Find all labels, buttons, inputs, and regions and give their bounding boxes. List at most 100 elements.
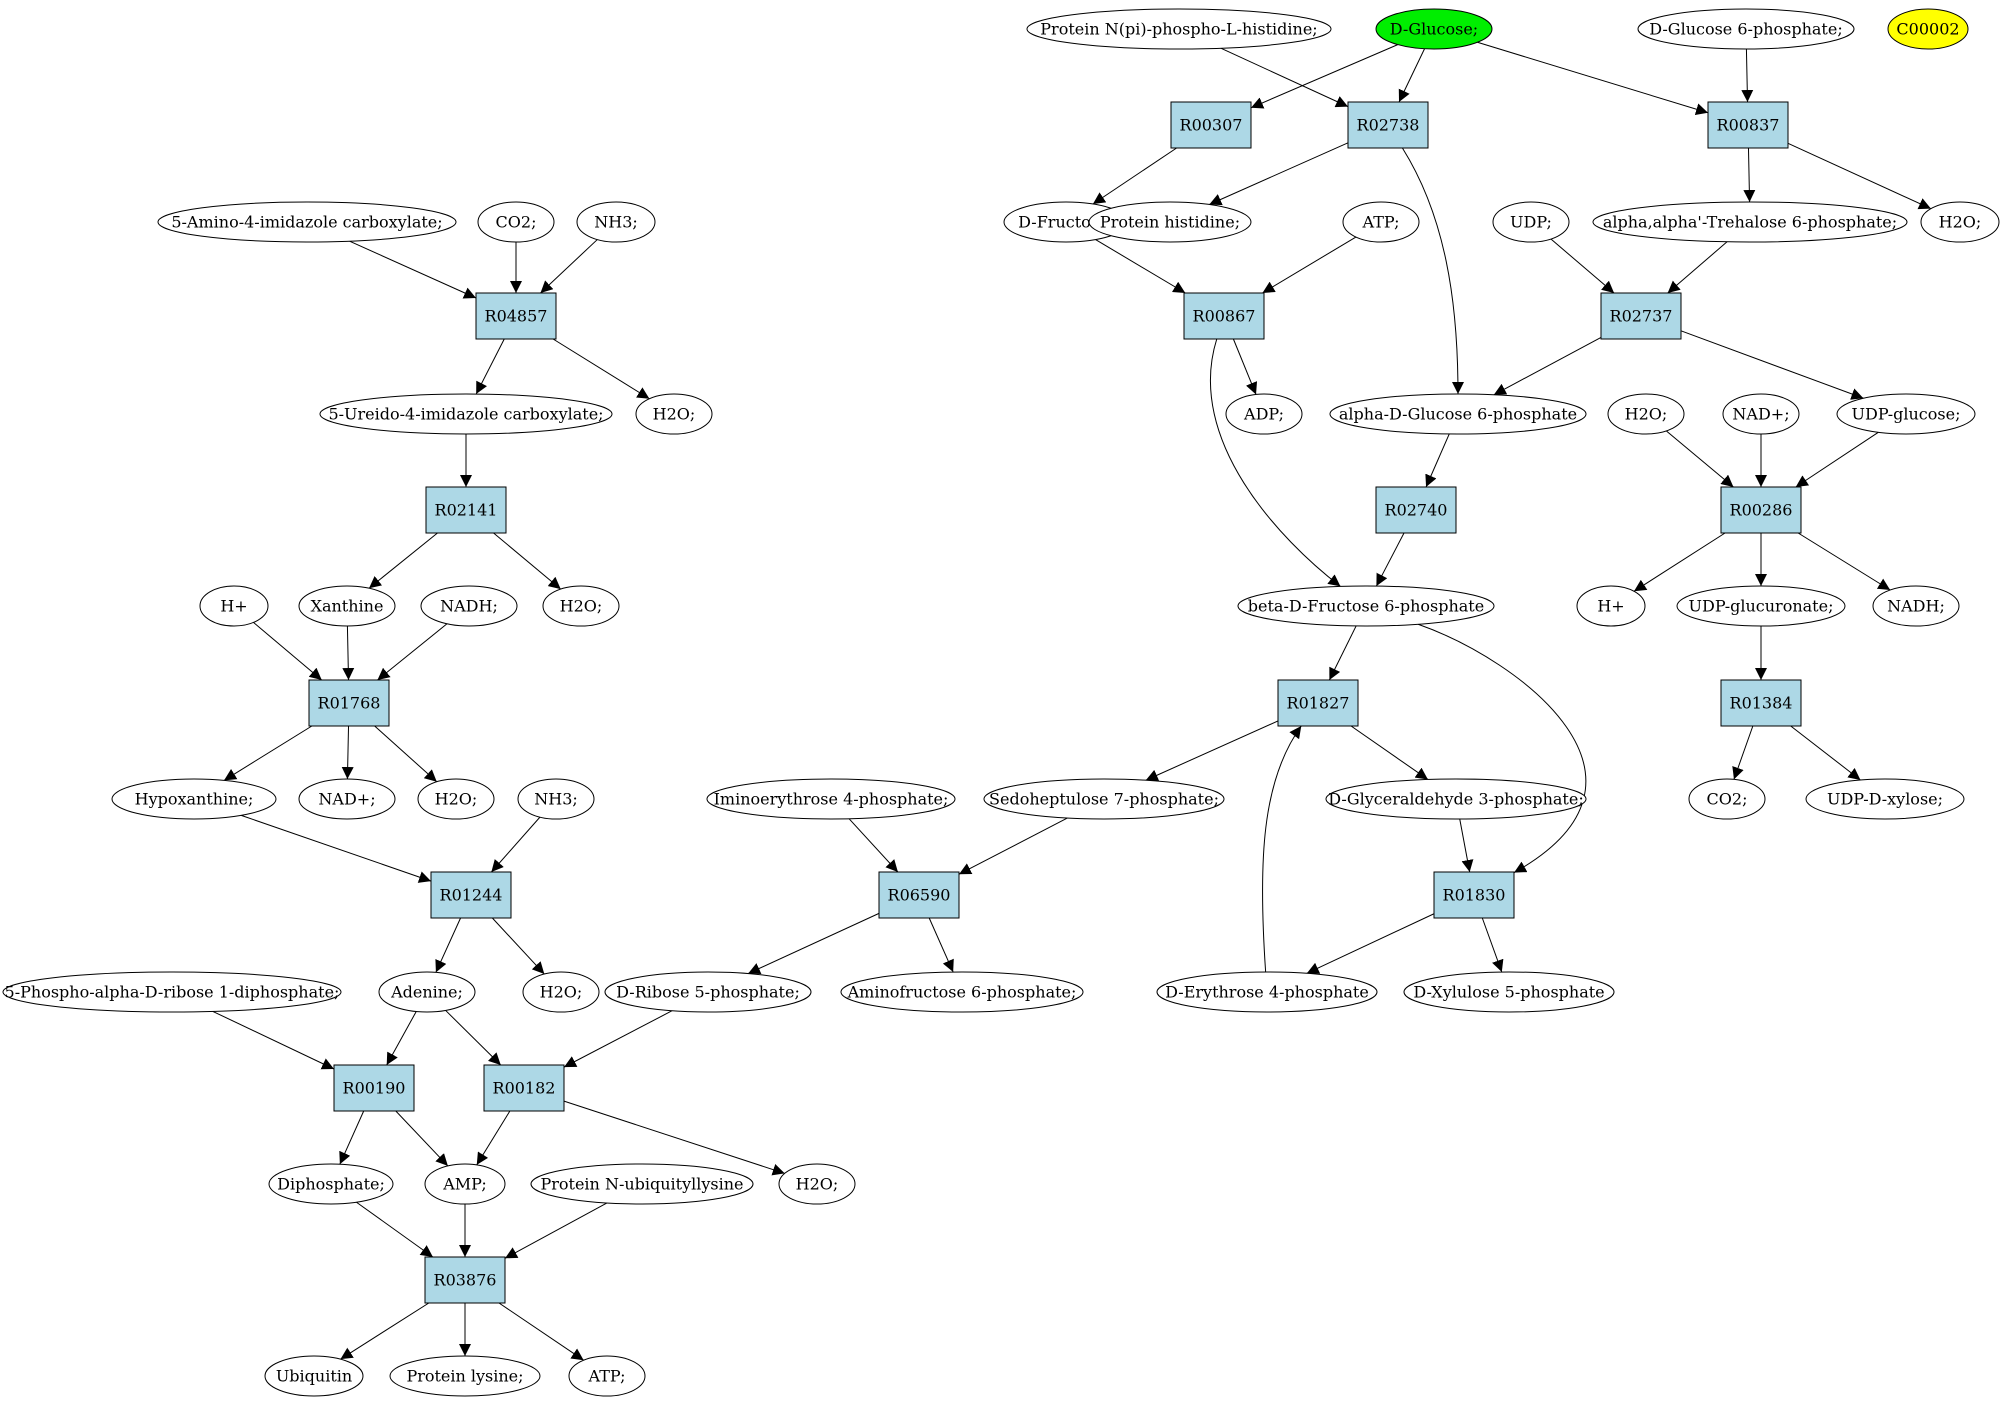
compound-node-co2[interactable]: CO2; (1688, 778, 1766, 820)
compound-node-ubiquitin[interactable]: Ubiquitin (264, 1355, 364, 1397)
reaction-node-r00182[interactable]: R00182 (483, 1064, 565, 1112)
edge-n12-n17 (1262, 236, 1357, 294)
compound-node-adenine[interactable]: Adenine; (378, 971, 476, 1013)
reaction-node-r04857[interactable]: R04857 (475, 292, 557, 340)
edge-n25-n28 (1795, 431, 1879, 488)
edge-n0-n5 (1220, 47, 1349, 108)
compound-node-h2o[interactable]: H2O; (635, 393, 713, 435)
compound-node-adp[interactable]: ADP; (1225, 393, 1303, 435)
reaction-node-r00307[interactable]: R00307 (1170, 101, 1252, 149)
compound-ellipse (157, 201, 457, 243)
reaction-node-r01768[interactable]: R01768 (308, 679, 390, 727)
compound-node-aminofructose-6-phosphate[interactable]: Aminofructose 6-phosphate; (840, 971, 1084, 1013)
compound-node-atp[interactable]: ATP; (1342, 201, 1420, 243)
reaction-node-r01384[interactable]: R01384 (1720, 679, 1802, 727)
node-label: Diphosphate; (277, 1175, 385, 1194)
compound-node-nadh[interactable]: NADH; (1872, 585, 1960, 627)
compound-node-5-phospho-alpha-d-ribose-1-diphosphate[interactable]: 5-Phospho-alpha-D-ribose 1-diphosphate; (2, 971, 342, 1013)
compound-node-d-glucose-6-phosphate[interactable]: D-Glucose 6-phosphate; (1637, 8, 1855, 50)
compound-node-nad[interactable]: NAD+; (1722, 393, 1800, 435)
reaction-node-r00837[interactable]: R00837 (1707, 101, 1789, 149)
node-label: beta-D-Fructose 6-phosphate (1248, 597, 1484, 616)
compound-node-5-amino-4-imidazole-carboxylate[interactable]: 5-Amino-4-imidazole carboxylate; (157, 201, 457, 243)
compound-node-d-glucose[interactable]: D-Glucose; (1375, 8, 1493, 50)
compound-node-d-xylulose-5-phosphate[interactable]: D-Xylulose 5-phosphate (1403, 971, 1615, 1013)
compound-node-h2o[interactable]: H2O; (1920, 201, 2000, 243)
compound-ellipse (1342, 201, 1420, 243)
node-label: H+ (1597, 597, 1624, 616)
compound-ellipse (568, 1355, 646, 1397)
compound-node-protein-n-pi-phospho-l-histidine[interactable]: Protein N(pi)-phospho-L-histidine; (1026, 8, 1332, 50)
compound-node-nh3[interactable]: NH3; (576, 201, 656, 243)
compound-node-udp-glucuronate[interactable]: UDP-glucuronate; (1676, 585, 1846, 627)
compound-node-xanthine[interactable]: Xanthine (298, 585, 396, 627)
reaction-node-r01244[interactable]: R01244 (430, 871, 512, 919)
compound-node-h[interactable]: H+ (199, 585, 269, 627)
compound-node-alpha-alpha-trehalose-6-phosphate[interactable]: alpha,alpha'-Trehalose 6-phosphate; (1592, 201, 1908, 243)
compound-node-h2o[interactable]: H2O; (778, 1163, 856, 1205)
compound-node-5-ureido-4-imidazole-carboxylate[interactable]: 5-Ureido-4-imidazole carboxylate; (319, 393, 613, 435)
node-label: Iminoerythrose 4-phosphate; (714, 790, 949, 809)
compound-node-udp-d-xylose[interactable]: UDP-D-xylose; (1805, 778, 1965, 820)
reaction-node-r02738[interactable]: R02738 (1347, 101, 1429, 149)
reaction-node-r03876[interactable]: R03876 (424, 1256, 506, 1304)
compound-ellipse (1576, 585, 1646, 627)
compound-node-h2o[interactable]: H2O; (542, 585, 620, 627)
compound-node-c00002[interactable]: C00002 (1887, 8, 1969, 50)
compound-node-sedoheptulose-7-phosphate[interactable]: Sedoheptulose 7-phosphate; (983, 778, 1225, 820)
compound-node-co2[interactable]: CO2; (477, 201, 555, 243)
compound-node-protein-lysine[interactable]: Protein lysine; (389, 1355, 541, 1397)
compound-node-d-ribose-5-phosphate[interactable]: D-Ribose 5-phosphate; (604, 971, 812, 1013)
reaction-box (1347, 101, 1429, 149)
compound-node-protein-histidine[interactable]: Protein histidine; (1088, 201, 1252, 243)
compound-node-d-glyceraldehyde-3-phosphate[interactable]: D-Glyceraldehyde 3-phosphate; (1325, 778, 1587, 820)
compound-node-iminoerythrose-4-phosphate[interactable]: Iminoerythrose 4-phosphate; (706, 778, 956, 820)
node-label: H2O; (796, 1175, 839, 1194)
reaction-box (1707, 101, 1789, 149)
compound-node-h[interactable]: H+ (1576, 585, 1646, 627)
compound-node-nad[interactable]: NAD+; (298, 778, 396, 820)
compound-node-h2o[interactable]: H2O; (522, 971, 600, 1013)
compound-ellipse (1156, 971, 1378, 1013)
compound-node-nadh[interactable]: NADH; (420, 585, 518, 627)
reaction-node-r02740[interactable]: R02740 (1375, 486, 1457, 534)
compound-ellipse (1805, 778, 1965, 820)
edge-n50-n55 (747, 912, 880, 975)
node-label: D-Ribose 5-phosphate; (616, 983, 800, 1002)
compound-node-d-erythrose-4-phosphate[interactable]: D-Erythrose 4-phosphate (1156, 971, 1378, 1013)
reaction-node-r01827[interactable]: R01827 (1277, 679, 1359, 727)
reaction-node-r00190[interactable]: R00190 (333, 1064, 415, 1112)
node-label: Protein N-ubiquityllysine (540, 1175, 743, 1194)
compound-ellipse (264, 1355, 364, 1397)
node-label: R01244 (440, 886, 503, 905)
compound-node-udp-glucose[interactable]: UDP-glucose; (1836, 393, 1976, 435)
compound-node-h2o[interactable]: H2O; (1607, 393, 1685, 435)
reaction-node-r00286[interactable]: R00286 (1720, 486, 1802, 534)
reaction-node-r02737[interactable]: R02737 (1600, 292, 1682, 340)
edge-n16-n19 (475, 338, 505, 395)
compound-node-diphosphate[interactable]: Diphosphate; (268, 1163, 394, 1205)
reaction-node-r01830[interactable]: R01830 (1433, 871, 1515, 919)
compound-node-h2o[interactable]: H2O; (417, 778, 495, 820)
compound-node-hypoxanthine[interactable]: Hypoxanthine; (111, 778, 277, 820)
node-label: UDP-D-xylose; (1827, 790, 1943, 809)
compound-node-protein-n-ubiquityllysine[interactable]: Protein N-ubiquityllysine (530, 1163, 754, 1205)
compound-node-amp[interactable]: AMP; (424, 1163, 506, 1205)
node-label: 5-Ureido-4-imidazole carboxylate; (328, 405, 603, 424)
compound-node-alpha-d-glucose-6-phosphate[interactable]: alpha-D-Glucose 6-phosphate (1329, 393, 1587, 435)
compound-ellipse (417, 778, 495, 820)
compound-node-atp[interactable]: ATP; (568, 1355, 646, 1397)
edge-n61-n65 (356, 1201, 434, 1258)
node-label: R01768 (318, 694, 381, 713)
compound-node-beta-d-fructose-6-phosphate[interactable]: beta-D-Fructose 6-phosphate (1237, 585, 1495, 627)
reaction-node-r00867[interactable]: R00867 (1183, 292, 1265, 340)
compound-node-udp[interactable]: UDP; (1492, 201, 1570, 243)
compound-node-d-fructose[interactable]: D-Fructose; (1003, 201, 1129, 243)
reaction-node-r06590[interactable]: R06590 (878, 871, 960, 919)
node-label: R00182 (493, 1079, 556, 1098)
compound-ellipse (1592, 201, 1908, 243)
node-label: ATP; (1362, 213, 1400, 232)
reaction-node-r02141[interactable]: R02141 (425, 486, 507, 534)
compound-node-nh3[interactable]: NH3; (517, 778, 595, 820)
edge-n17-n21 (1232, 338, 1258, 395)
